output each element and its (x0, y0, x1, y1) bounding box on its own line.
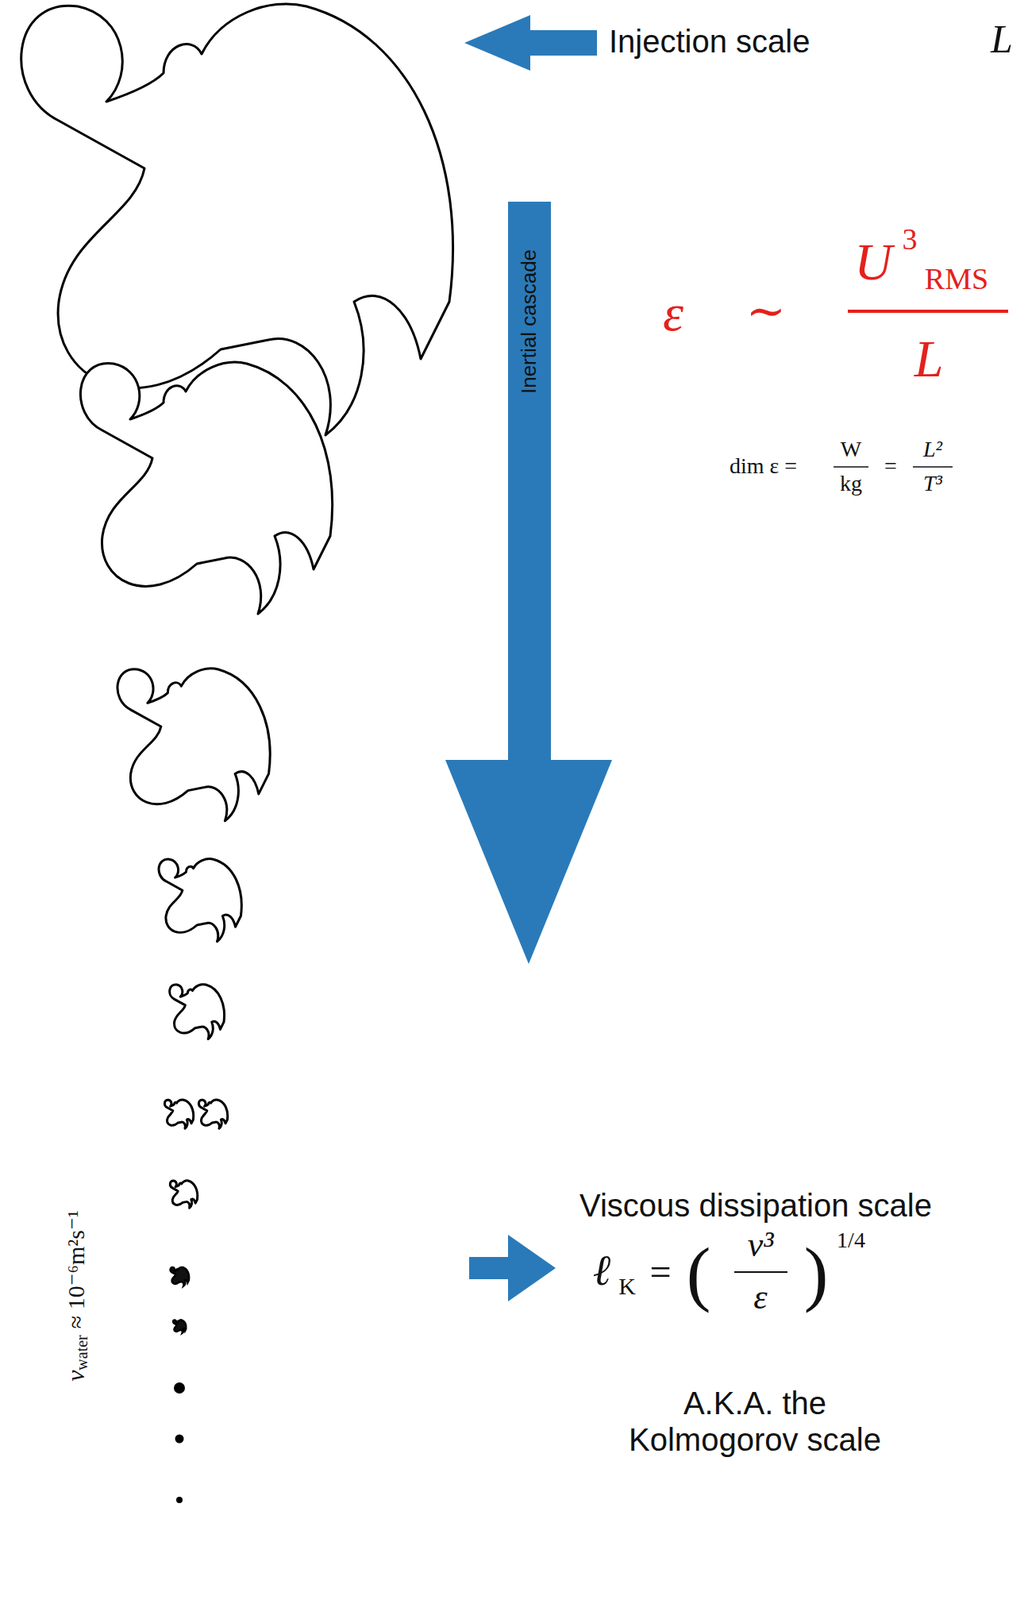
cascade-arrow (445, 201, 613, 964)
viscosity-annotation: νwater≈ 10⁻⁶m²s⁻¹ (61, 1209, 92, 1382)
cascade-label: Inertial cascade (517, 249, 542, 394)
eddy (169, 984, 225, 1040)
exponent: 3 (902, 222, 918, 258)
viscosity-symbol: ν (61, 1370, 90, 1382)
eddy (170, 1266, 190, 1286)
formula-text: T³ (923, 470, 943, 497)
length-symbol: ℓ (592, 1245, 612, 1295)
velocity-symbol: U (854, 231, 893, 293)
scale-label: Viscous dissipation scale (579, 1186, 932, 1224)
eddy (173, 1319, 186, 1333)
bracket: ( (686, 1231, 712, 1316)
eddy (80, 361, 332, 614)
eddy (198, 1099, 228, 1129)
eddy (117, 668, 270, 821)
eddy (158, 858, 242, 942)
formula-text: dim ε = (729, 453, 797, 479)
bracket: ) (804, 1231, 829, 1316)
formula-text: W (840, 436, 862, 463)
length-symbol: L (914, 328, 944, 389)
formula-text: kg (839, 470, 863, 497)
eddy (169, 1180, 197, 1208)
subscript: K (618, 1272, 636, 1301)
dissipated-dots (173, 1382, 185, 1503)
epsilon-symbol: ε (662, 282, 684, 343)
length-symbol: L (990, 16, 1013, 63)
viscosity-value: ≈ 10⁻⁶m²s⁻¹ (62, 1209, 89, 1335)
formula-text: = (649, 1249, 671, 1294)
fraction-bar (734, 1270, 788, 1273)
formula-text: = (884, 453, 898, 479)
scale-note: A.K.A. the Kolmogorov scale (612, 1384, 898, 1458)
subscript: water (73, 1334, 91, 1370)
fraction-bar (833, 465, 869, 468)
formula-text: L² (923, 436, 943, 463)
eddy-group (21, 3, 454, 1208)
injection-arrow (464, 15, 597, 71)
exponent: 1/4 (836, 1227, 866, 1253)
formula-text: ν³ (747, 1224, 774, 1266)
blue-arrows (445, 15, 613, 1302)
dissipation-arrow (469, 1234, 556, 1302)
scale-label: Injection scale (608, 23, 810, 60)
fraction-bar (847, 309, 1009, 313)
tilde-symbol: ∼ (746, 284, 786, 339)
tiny-eddies (170, 1266, 190, 1333)
eddy (164, 1099, 193, 1129)
eddy-dot (176, 1496, 183, 1503)
fraction-bar (912, 465, 953, 468)
formula-text: ε (753, 1277, 767, 1318)
eddy-dot (175, 1434, 185, 1444)
eddy-dot (173, 1382, 185, 1394)
subscript: RMS (924, 261, 989, 297)
